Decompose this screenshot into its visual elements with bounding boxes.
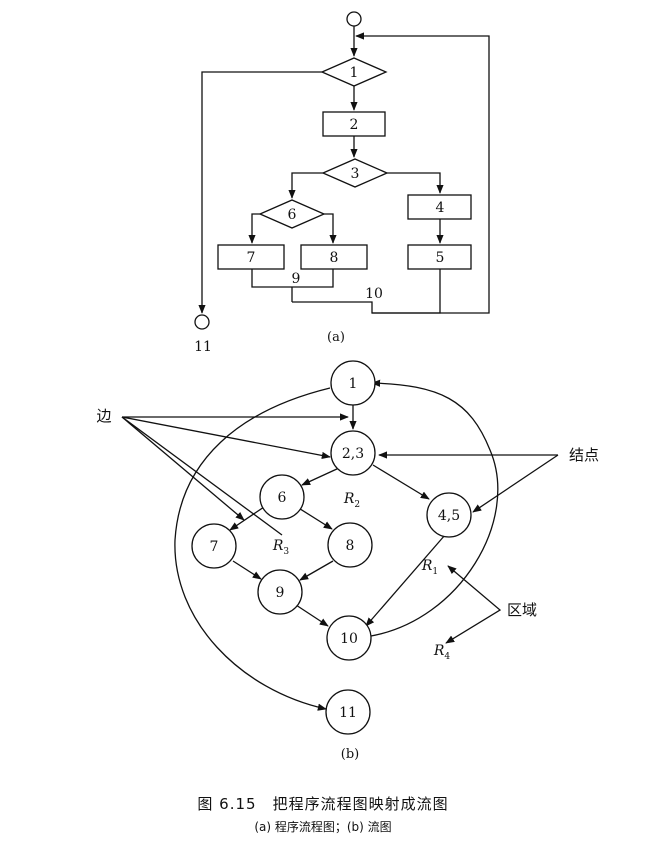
flowgraph-node-11 (325, 689, 371, 735)
flowgraph-edge-23-6 (301, 467, 340, 486)
pointer-edge-3 (121, 416, 245, 521)
flowgraph-node-23 (330, 430, 376, 476)
flowgraph-edge-7-9 (232, 560, 262, 580)
flowchart-node-4-label: 4 (436, 200, 445, 216)
annotation-region-label: 区域 (507, 601, 537, 619)
region-r1-base: R (421, 558, 433, 574)
flowchart-node-3-shape (321, 158, 389, 188)
edge-3-6 (288, 172, 323, 199)
flowgraph-node-11-label: 11 (339, 705, 357, 721)
end-terminator (194, 314, 210, 330)
flowgraph-edge-1-11 (174, 387, 331, 711)
flowgraph-edge-10-1 (370, 379, 499, 637)
region-r2-base: R (343, 491, 355, 507)
flowchart-node-3-label: 3 (351, 166, 360, 182)
flowgraph-edge-45-10 (365, 534, 446, 627)
region-r1-sub: 1 (432, 567, 438, 577)
flowgraph-node-6-label: 6 (278, 490, 287, 506)
flowchart-node-7-label: 7 (247, 250, 256, 266)
flowgraph-node-6 (259, 474, 305, 520)
flowchart-node-2-label: 2 (350, 117, 359, 133)
flow-graph (121, 360, 559, 735)
flowchart-node-6-label: 6 (288, 207, 297, 223)
flowchart-node-8-shape (300, 244, 368, 270)
edge-1-11 (198, 71, 322, 314)
flowgraph-node-1 (330, 360, 376, 406)
edge-6-8 (324, 213, 337, 244)
flowchart-node-11-label: 11 (194, 339, 212, 355)
region-r2-sub: 2 (354, 500, 360, 510)
flowchart-node-8-label: 8 (330, 250, 339, 266)
region-r4-sub: 4 (444, 652, 450, 662)
region-r3-base: R (272, 538, 284, 554)
flowchart-labels: 1 2 3 4 5 6 7 8 11 9 10 (a) (194, 65, 444, 355)
flowgraph-node-9-label: 9 (276, 585, 285, 601)
annotation-node-label: 结点 (569, 446, 599, 464)
flowgraph-node-1-label: 1 (349, 376, 358, 392)
flowgraph-node-10 (326, 615, 372, 661)
pointer-node-2 (472, 454, 559, 513)
flowgraph-edge-9-10 (295, 604, 329, 627)
figure-subcaption: (a) 程序流程图；(b) 流图 (254, 820, 392, 834)
flowchart-node-5-label: 5 (436, 250, 445, 266)
flowgraph-node-8-label: 8 (346, 538, 355, 554)
flowchart-node-1-label: 1 (350, 65, 359, 81)
flowgraph-edge-23-45 (372, 464, 430, 500)
edge-6-7 (248, 213, 260, 244)
flowchart-node-7-shape (217, 244, 285, 270)
flowgraph-node-45-label: 4,5 (438, 508, 460, 524)
region-r3-sub: 3 (283, 547, 289, 557)
flowgraph-labels: 1 2,3 6 4,5 7 8 9 10 11 R1 R2 R3 R4 边 结点… (96, 376, 599, 762)
flowgraph-edge-6-8 (296, 506, 333, 530)
flowgraph-node-7-label: 7 (210, 539, 219, 555)
flowgraph-sublabel: (b) (341, 747, 359, 762)
edge-10-1-loop (355, 32, 490, 314)
flowgraph-node-45 (426, 492, 472, 538)
flowgraph-node-9 (257, 569, 303, 615)
start-terminator (346, 11, 362, 27)
pointer-edge-4 (121, 416, 283, 536)
region-r1-label: R1 (421, 558, 438, 577)
figure-caption: 图 6.15 把程序流程图映射成流图 (197, 795, 449, 813)
flowgraph-edge-6-7 (229, 506, 265, 531)
region-r3-label: R3 (272, 538, 290, 557)
region-r2-label: R2 (343, 491, 360, 510)
junction-10-label: 10 (365, 286, 383, 302)
edge-3-4 (387, 172, 444, 194)
junction-9-label: 9 (292, 271, 301, 287)
flowchart-sublabel: (a) (327, 330, 345, 345)
program-flowchart (194, 11, 490, 330)
flowgraph-node-23-label: 2,3 (342, 446, 364, 462)
pointer-edge-2 (121, 416, 331, 460)
flowgraph-node-8 (327, 522, 373, 568)
flowgraph-edge-8-9 (299, 560, 334, 581)
flowgraph-node-10-label: 10 (340, 631, 358, 647)
region-r4-label: R4 (433, 643, 451, 662)
flowgraph-node-7 (191, 523, 237, 569)
flowchart-node-6-shape (258, 199, 326, 229)
annotation-edge-label: 边 (96, 407, 111, 425)
pointer-region (445, 565, 502, 644)
region-r4-base: R (433, 643, 445, 659)
